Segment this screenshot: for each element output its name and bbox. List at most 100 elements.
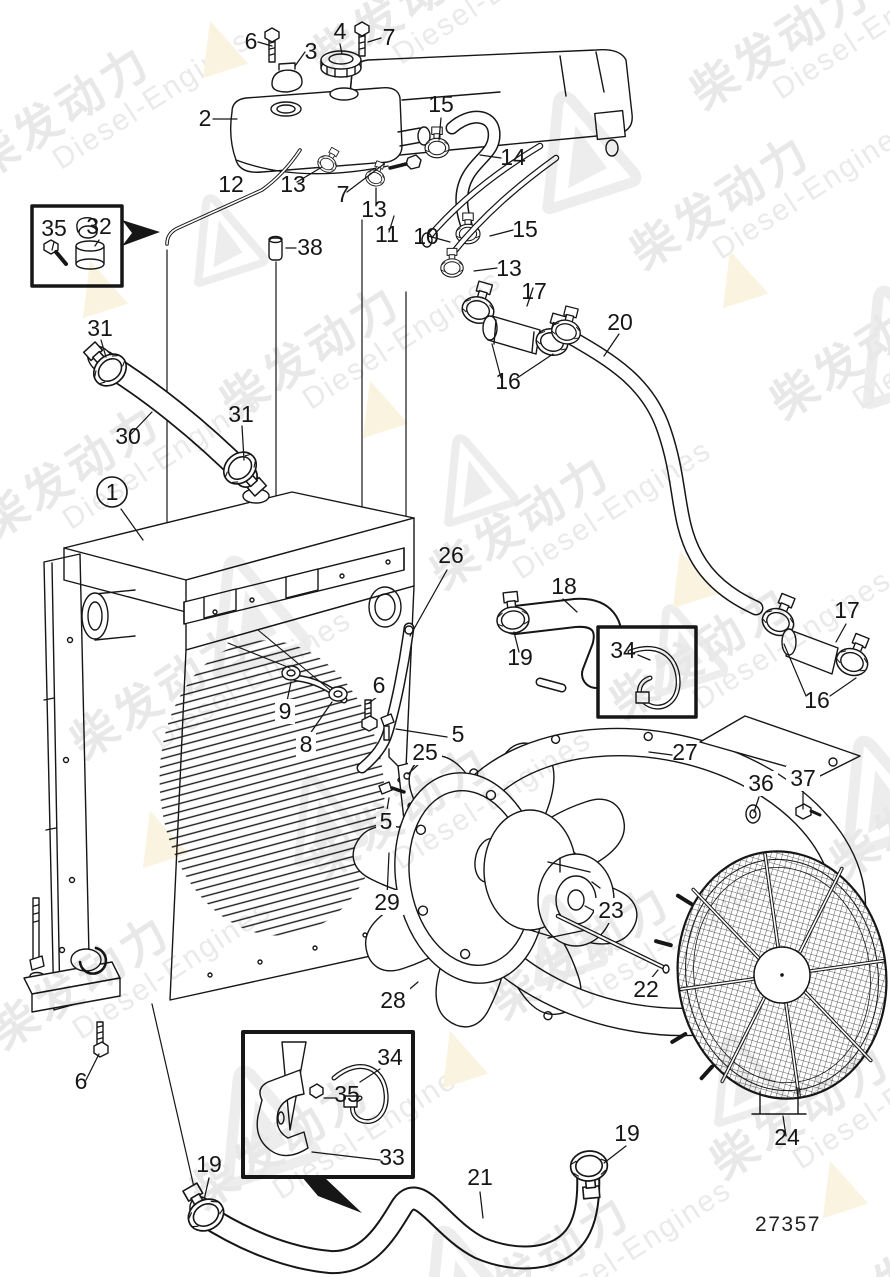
svg-text:15: 15: [512, 216, 538, 242]
svg-text:13: 13: [496, 255, 522, 281]
part-label-21: 21: [467, 1164, 493, 1190]
part-label-16: 16: [495, 368, 521, 394]
svg-text:13: 13: [361, 196, 387, 222]
hose-30: [75, 334, 275, 504]
part-label-20: 20: [607, 309, 633, 335]
part-label-7: 7: [383, 24, 396, 50]
svg-text:5: 5: [452, 721, 465, 747]
svg-text:7: 7: [383, 24, 396, 50]
part-label-36: 36: [744, 770, 778, 796]
callout-arrow-down: [302, 1177, 362, 1213]
svg-text:36: 36: [748, 770, 774, 796]
svg-text:16: 16: [804, 687, 830, 713]
svg-text:33: 33: [379, 1144, 405, 1170]
svg-text:29: 29: [374, 889, 400, 915]
callout-arrow-right: [122, 220, 160, 246]
part-label-5: 5: [376, 808, 396, 834]
part-label-32: 32: [86, 213, 112, 239]
part-label-31: 31: [87, 315, 113, 341]
svg-text:2: 2: [199, 105, 212, 131]
svg-text:35: 35: [334, 1081, 360, 1107]
elbow-18: [493, 589, 623, 693]
part-label-16: 16: [804, 687, 830, 713]
svg-text:16: 16: [495, 368, 521, 394]
svg-text:38: 38: [297, 234, 323, 260]
part-label-6: 6: [75, 1068, 88, 1094]
svg-text:34: 34: [377, 1044, 403, 1070]
part-label-38: 38: [297, 234, 323, 260]
part-label-23: 23: [594, 897, 628, 923]
svg-text:6: 6: [245, 28, 258, 54]
radiator-foot: [23, 897, 121, 1058]
part-label-29: 29: [370, 889, 404, 915]
part-label-19: 19: [196, 1151, 222, 1177]
svg-text:3: 3: [305, 38, 318, 64]
svg-text:14: 14: [500, 144, 526, 170]
part-label-11: 11: [375, 221, 399, 247]
svg-text:13: 13: [280, 171, 306, 197]
part-label-30: 30: [115, 423, 141, 449]
svg-text:37: 37: [790, 765, 816, 791]
part-label-17: 17: [521, 278, 547, 304]
part-label-12: 12: [218, 171, 244, 197]
part-label-13: 13: [361, 196, 387, 222]
part-label-1: 1: [96, 476, 128, 508]
svg-text:25: 25: [412, 739, 438, 765]
sleeve-kit-right: [757, 589, 879, 697]
part-label-15: 15: [428, 91, 454, 117]
hose-20: [548, 303, 764, 616]
drawing-number: 27357: [755, 1213, 821, 1236]
svg-text:31: 31: [228, 401, 254, 427]
svg-text:6: 6: [373, 672, 386, 698]
part-label-22: 22: [629, 976, 663, 1002]
svg-text:12: 12: [218, 171, 244, 197]
svg-text:10: 10: [413, 223, 439, 249]
part-label-35: 35: [41, 215, 67, 241]
svg-text:20: 20: [607, 309, 633, 335]
part-label-33: 33: [379, 1144, 405, 1170]
bolt-7-mid: [388, 154, 422, 170]
svg-text:28: 28: [380, 987, 406, 1013]
part-label-27: 27: [672, 739, 698, 765]
svg-text:32: 32: [86, 213, 112, 239]
svg-text:1: 1: [106, 479, 119, 505]
svg-text:19: 19: [614, 1120, 640, 1146]
expansion-tank-2: [165, 21, 633, 278]
svg-text:27: 27: [672, 739, 698, 765]
part-label-25: 25: [408, 739, 442, 765]
part-label-6: 6: [245, 28, 258, 54]
sleeve-kit-left: [458, 277, 576, 379]
part-label-5: 5: [448, 721, 468, 747]
cap-3: [271, 62, 303, 93]
part-label-7: 7: [337, 181, 350, 207]
part-label-15: 15: [512, 216, 538, 242]
svg-text:5: 5: [380, 808, 393, 834]
cap-4: [320, 50, 362, 78]
svg-text:21: 21: [467, 1164, 493, 1190]
part-label-28: 28: [376, 987, 410, 1013]
part-label-26: 26: [438, 542, 464, 568]
part-label-14: 14: [500, 144, 526, 170]
svg-text:11: 11: [375, 221, 399, 247]
part-label-35: 35: [334, 1081, 360, 1107]
part-label-3: 3: [305, 38, 318, 64]
part-label-17: 17: [834, 597, 860, 623]
part-label-6: 6: [369, 672, 389, 698]
part-label-2: 2: [199, 105, 212, 131]
svg-text:4: 4: [334, 18, 347, 44]
svg-text:17: 17: [521, 278, 547, 304]
tube-38: [268, 235, 283, 261]
part-label-10: 10: [413, 223, 439, 249]
pipes-10-11: [421, 142, 560, 278]
spacer-36: [745, 804, 761, 824]
svg-text:17: 17: [834, 597, 860, 623]
svg-text:6: 6: [75, 1068, 88, 1094]
part-label-37: 37: [786, 765, 820, 791]
part-label-9: 9: [275, 698, 295, 724]
part-label-4: 4: [334, 18, 347, 44]
rod-22-end: [662, 964, 670, 974]
part-label-18: 18: [551, 573, 577, 599]
part-label-19: 19: [614, 1120, 640, 1146]
